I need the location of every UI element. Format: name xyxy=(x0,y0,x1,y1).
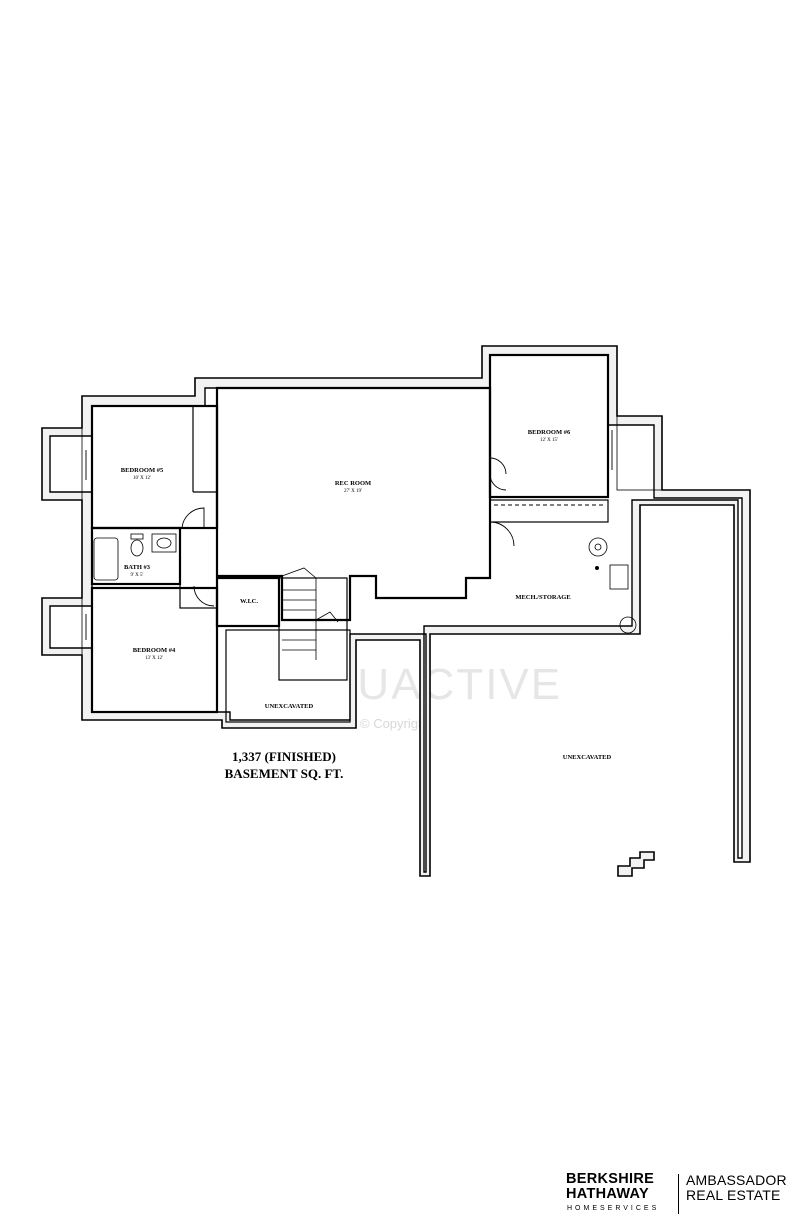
bedroom4-walls xyxy=(90,586,219,714)
bath3-dims: 9' X 5' xyxy=(131,573,144,578)
square-footage-summary: 1,337 (FINISHED) BASEMENT SQ. FT. xyxy=(204,748,364,782)
logo-divider xyxy=(678,1174,679,1214)
logo-partner2: REAL ESTATE xyxy=(686,1187,781,1203)
logo-partner: AMBASSADOR REAL ESTATE xyxy=(686,1173,787,1203)
unexcavated-small-label: UNEXCAVATED xyxy=(265,703,314,710)
watermark-copyright: © Copyright xyxy=(360,716,429,731)
mech-storage-label: MECH./STORAGE xyxy=(515,594,570,601)
bedroom6-closet xyxy=(489,499,609,523)
bedroom6-walls xyxy=(488,353,610,499)
bedroom4-label: BEDROOM #4 xyxy=(133,647,176,654)
rec-room-label: REC ROOM xyxy=(335,480,371,487)
mechanical-equipment xyxy=(588,537,637,634)
square-footage-value: 1,337 (FINISHED) xyxy=(231,749,336,764)
bedroom5-label: BEDROOM #5 xyxy=(121,467,164,474)
logo-line1: BERKSHIRE xyxy=(566,1171,655,1187)
bath3-label: BATH #3 xyxy=(124,564,151,571)
rec-room-dims: 27' X 19' xyxy=(344,489,362,494)
bedroom4-dims: 13' X 12' xyxy=(145,656,163,661)
logo-line3: HOMESERVICES xyxy=(567,1205,660,1212)
foundation-walls xyxy=(41,345,751,877)
logo-line2: HATHAWAY xyxy=(566,1186,649,1202)
bedroom6-dims: 12' X 15' xyxy=(540,438,558,443)
unexcavated-large-label: UNEXCAVATED xyxy=(563,754,612,761)
brokerage-logo: BERKSHIRE HATHAWAY HOMESERVICES AMBASSAD… xyxy=(566,1172,792,1220)
square-footage-caption: BASEMENT SQ. FT. xyxy=(224,766,344,781)
logo-brand: BERKSHIRE HATHAWAY xyxy=(566,1172,654,1202)
hallway-walls xyxy=(179,527,218,609)
stairs xyxy=(225,567,351,723)
logo-partner1: AMBASSADOR xyxy=(686,1172,787,1188)
doors xyxy=(85,430,613,640)
window-wells xyxy=(41,415,663,656)
bedroom5-dims: 10' X 12' xyxy=(133,476,151,481)
bedroom6-label: BEDROOM #6 xyxy=(528,429,571,436)
wic-label: W.I.C. xyxy=(240,598,258,605)
stair-notch xyxy=(617,851,655,877)
